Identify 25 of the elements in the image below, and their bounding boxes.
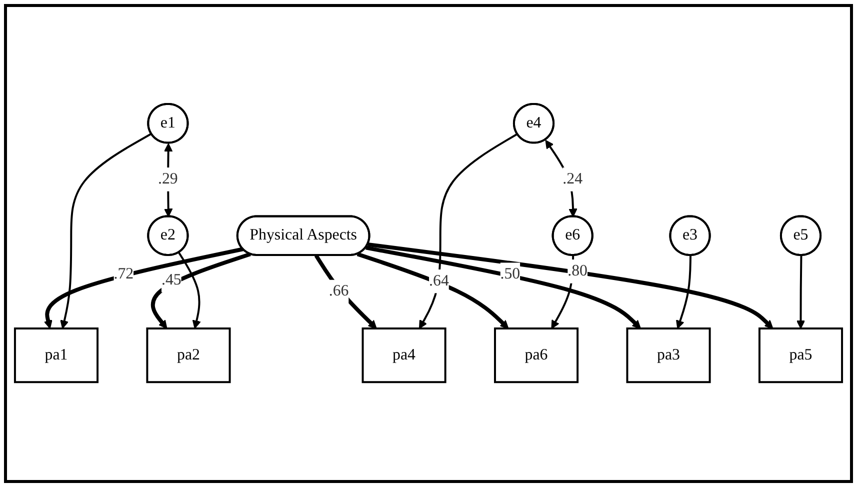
arrow <box>60 133 152 330</box>
edge-label: .45 <box>161 272 182 289</box>
node-box: pa2 <box>146 328 231 384</box>
node-box: pa4 <box>362 328 446 384</box>
arrow <box>178 252 201 330</box>
arrow <box>44 248 244 330</box>
arrow <box>796 256 806 330</box>
arrow <box>314 254 377 330</box>
node-box: pa3 <box>626 328 711 384</box>
edge-label: .24 <box>562 170 583 188</box>
arrow <box>676 256 692 330</box>
edge-label: .66 <box>328 283 349 300</box>
edge-label: .72 <box>114 266 134 283</box>
arrow <box>164 144 173 218</box>
edge-label: .64 <box>429 272 449 290</box>
edge-label: .50 <box>500 266 520 283</box>
edge-label: .29 <box>158 170 178 188</box>
node-box: pa5 <box>758 328 844 384</box>
edge-label: .80 <box>568 262 588 280</box>
node-box: pa6 <box>494 328 579 384</box>
arrow <box>356 252 509 330</box>
arrow <box>150 252 251 330</box>
node-box: pa1 <box>14 328 99 384</box>
arrow <box>545 140 578 218</box>
arrow <box>418 134 518 330</box>
